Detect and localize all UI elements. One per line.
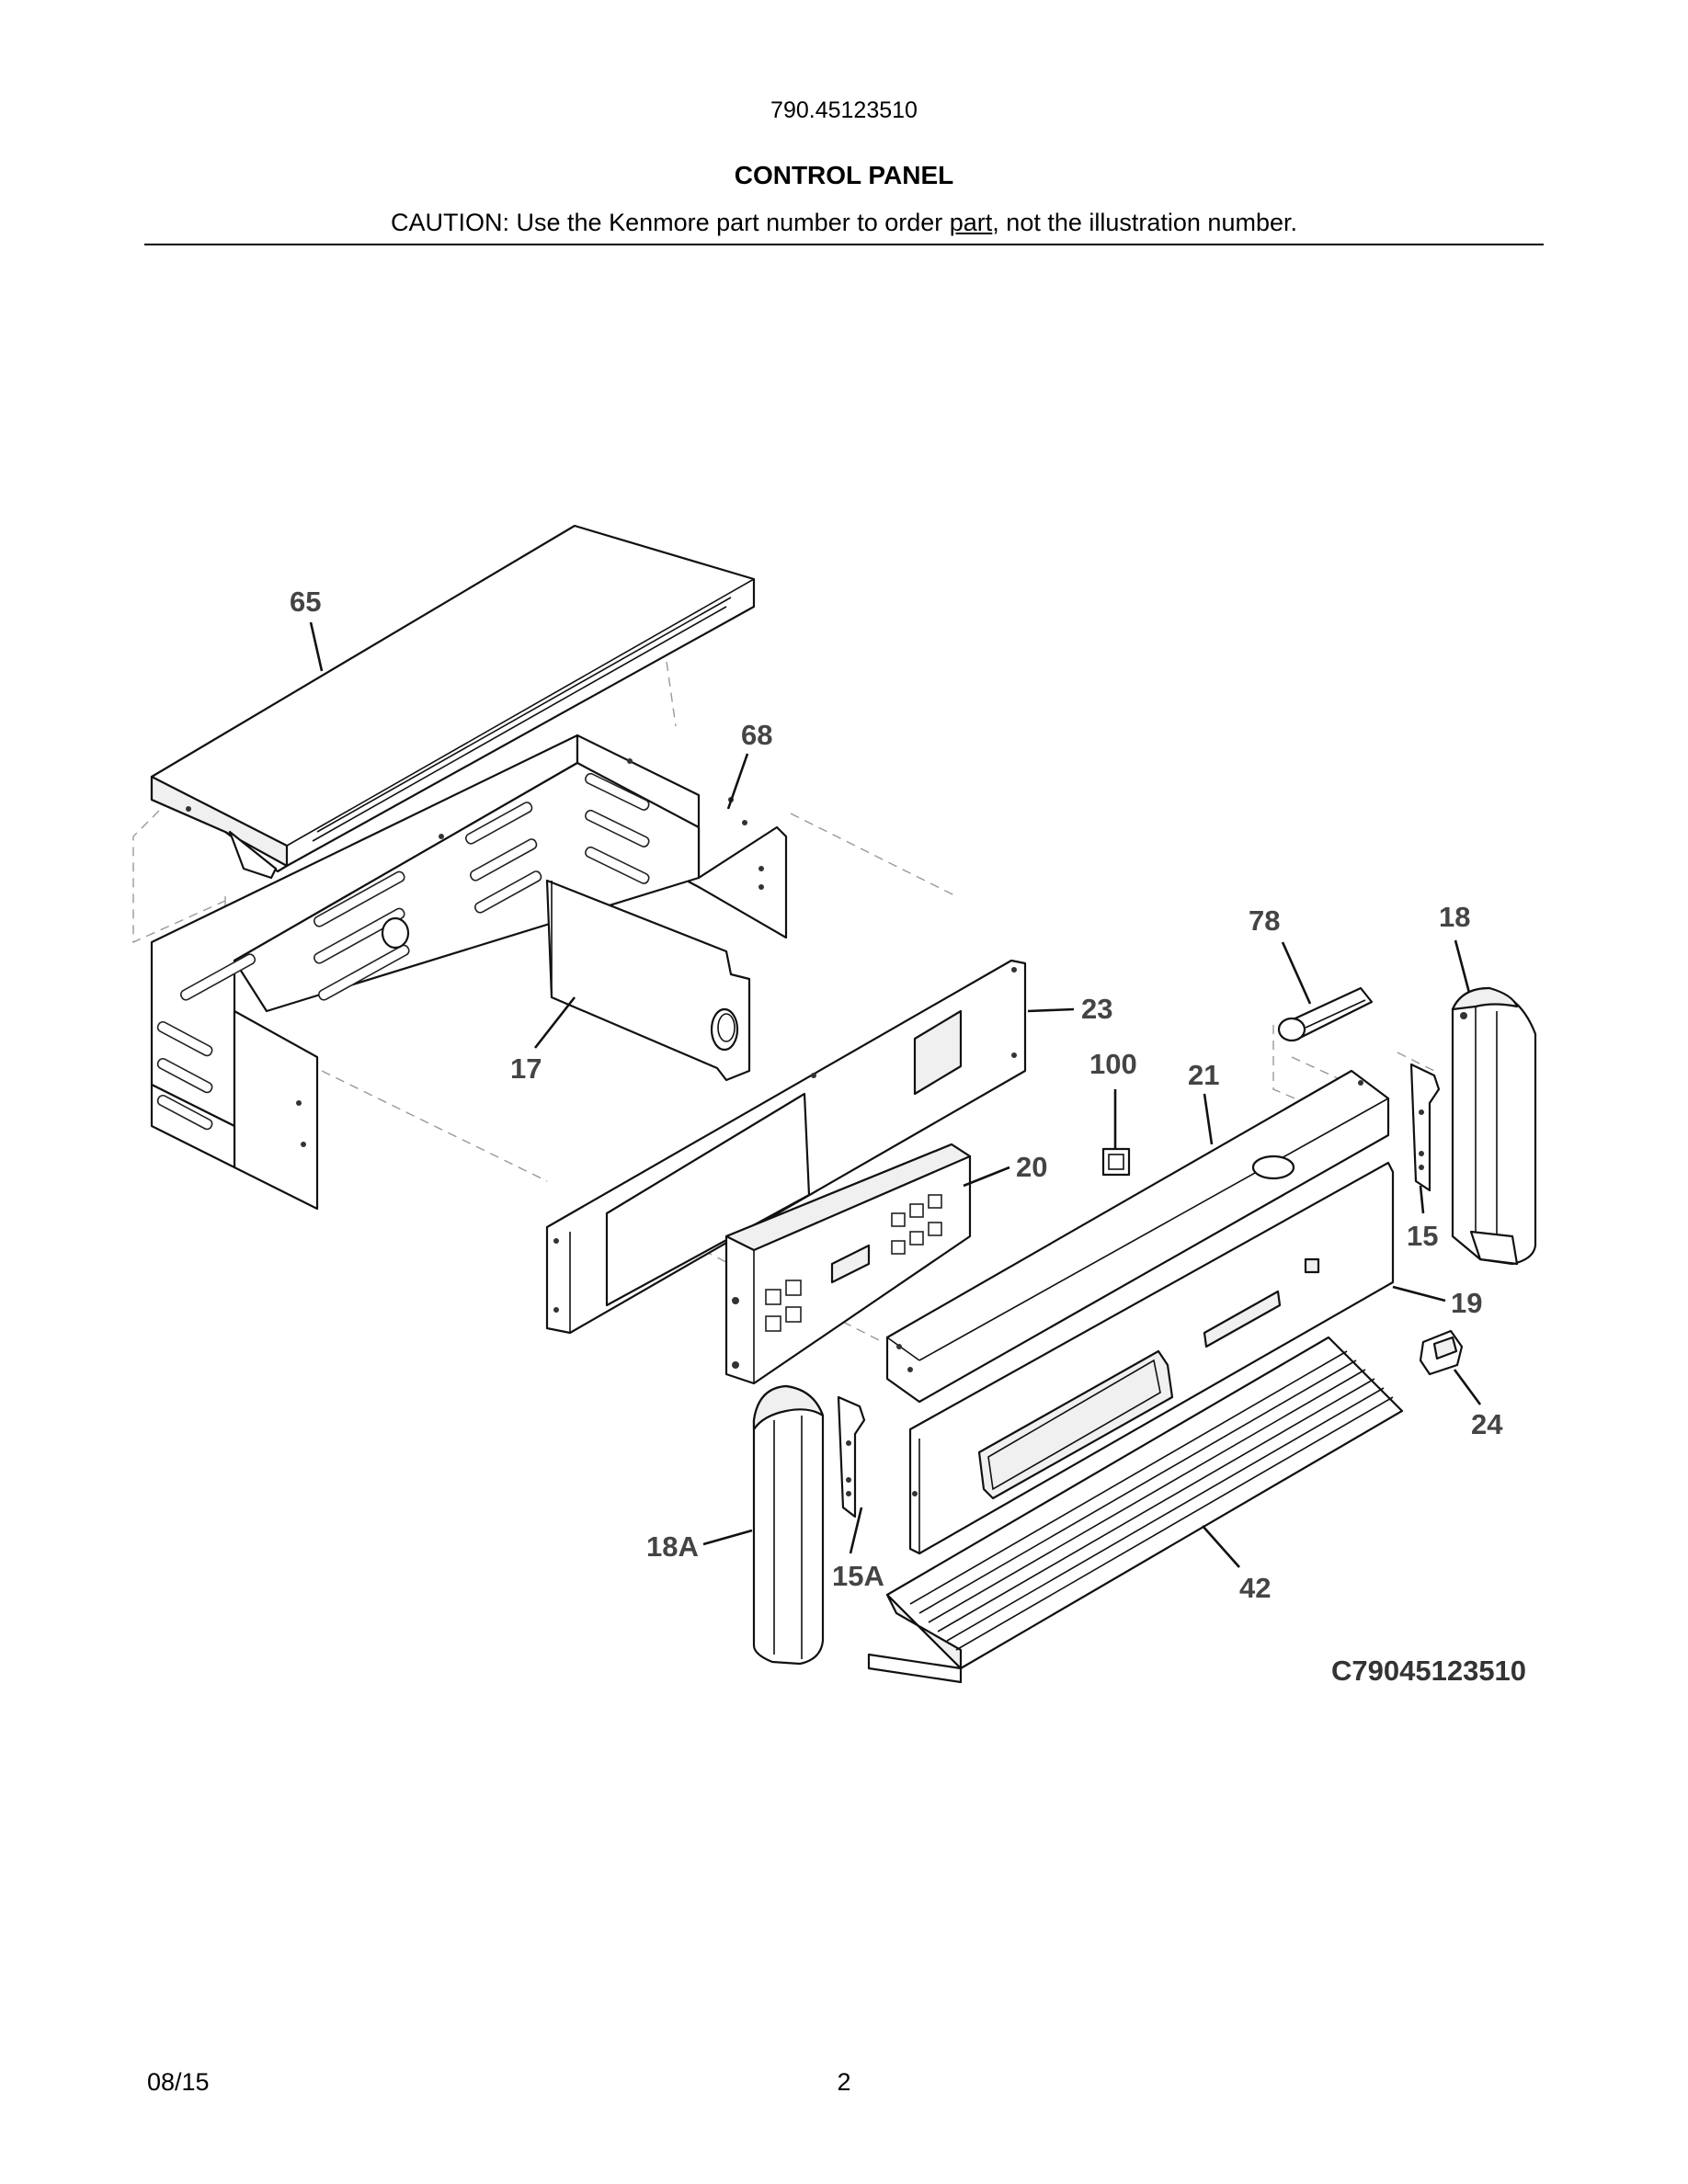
leader-lines [309,621,1482,1568]
part-23-mounting-panel [545,959,1027,1335]
callout-42: 42 [1239,1572,1271,1604]
part-65-top-cover [150,524,756,880]
part-18a-left-end-cap [752,1384,825,1666]
callout-100: 100 [1089,1048,1137,1080]
part-15a-left-bracket [837,1395,866,1519]
callout-20: 20 [1016,1151,1047,1183]
footer-date: 08/15 [147,2068,210,2096]
callout-78: 78 [1249,904,1280,937]
illustration-code: C79045123510 [1331,1655,1526,1687]
part-68-control-housing [150,734,788,1211]
header-divider [144,244,1544,245]
vent-slots [156,772,650,1131]
callout-24: 24 [1471,1408,1503,1440]
callout-labels: 65 68 17 23 78 18 100 21 20 15 19 24 18A… [290,586,1526,1687]
part-24-switch [1419,1329,1464,1376]
caution-part-link[interactable]: part [949,209,993,236]
part-100-clip [1101,1147,1131,1177]
part-20-electronic-control [724,1143,972,1385]
part-19-front-panel [908,1161,1395,1555]
callout-65: 65 [290,586,321,618]
part-18-right-end-cap [1451,986,1537,1266]
callout-19: 19 [1451,1287,1482,1319]
part-17-shield [545,879,751,1082]
callout-21: 21 [1188,1059,1219,1091]
caution-suffix: , not the illustration number. [992,209,1297,236]
model-number: 790.45123510 [770,97,918,123]
part-42-vent-grille [867,1336,1404,1684]
callout-15a: 15A [832,1560,884,1592]
callout-18: 18 [1439,901,1470,933]
part-21-top-trim [885,1069,1390,1404]
callout-23: 23 [1081,993,1112,1025]
part-15-right-bracket [1409,1063,1441,1192]
callout-15: 15 [1407,1220,1438,1252]
caution-text: CAUTION: Use the Kenmore part number to … [0,209,1688,237]
caution-prefix: CAUTION: Use the Kenmore part number to … [391,209,950,236]
callout-17: 17 [510,1052,542,1085]
page-number: 2 [837,2068,851,2096]
section-title: CONTROL PANEL [734,161,954,189]
part-78-knob [1277,986,1374,1042]
callout-68: 68 [741,719,772,751]
callout-18a: 18A [646,1530,699,1563]
